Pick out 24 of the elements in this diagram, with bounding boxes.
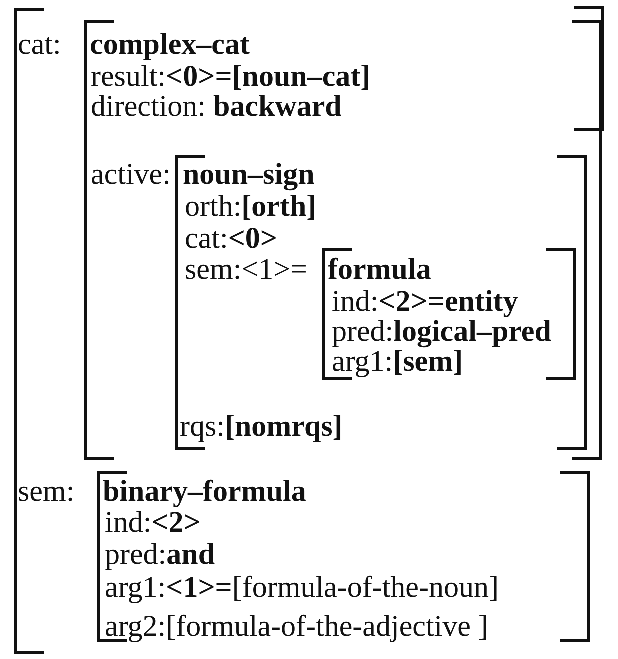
feature-matrix (14, 8, 604, 654)
type-heading: formula (328, 254, 432, 286)
feature-line: pred:logical–pred (332, 316, 552, 348)
type-heading: binary–formula (103, 476, 306, 508)
feature-line: ind:<2> (105, 507, 201, 539)
feature-line: orth:[orth] (185, 191, 317, 223)
type-heading: noun–sign (183, 159, 315, 191)
attribute-label: active: (91, 159, 171, 191)
feature-line: rqs:[nomrqs] (180, 411, 343, 443)
attribute-label: sem: (18, 476, 75, 508)
feature-line: arg2:[formula-of-the-adjective ] (105, 611, 488, 643)
feature-line: cat:<0> (185, 223, 278, 255)
feature-line: direction: backward (91, 91, 342, 123)
feature-matrix (175, 155, 587, 450)
type-heading: complex–cat (90, 29, 250, 61)
feature-matrix (84, 20, 602, 460)
feature-line: arg1:<1>=[formula-of-the-noun] (105, 572, 499, 604)
attribute-label: cat: (18, 29, 62, 61)
feature-matrix (322, 248, 576, 380)
feature-matrix (97, 471, 590, 642)
feature-line: pred:and (105, 539, 216, 571)
feature-line: result:<0>=[noun–cat] (91, 61, 371, 93)
feature-line: sem:<1>= (185, 254, 308, 286)
feature-line: ind:<2>=entity (332, 286, 518, 318)
